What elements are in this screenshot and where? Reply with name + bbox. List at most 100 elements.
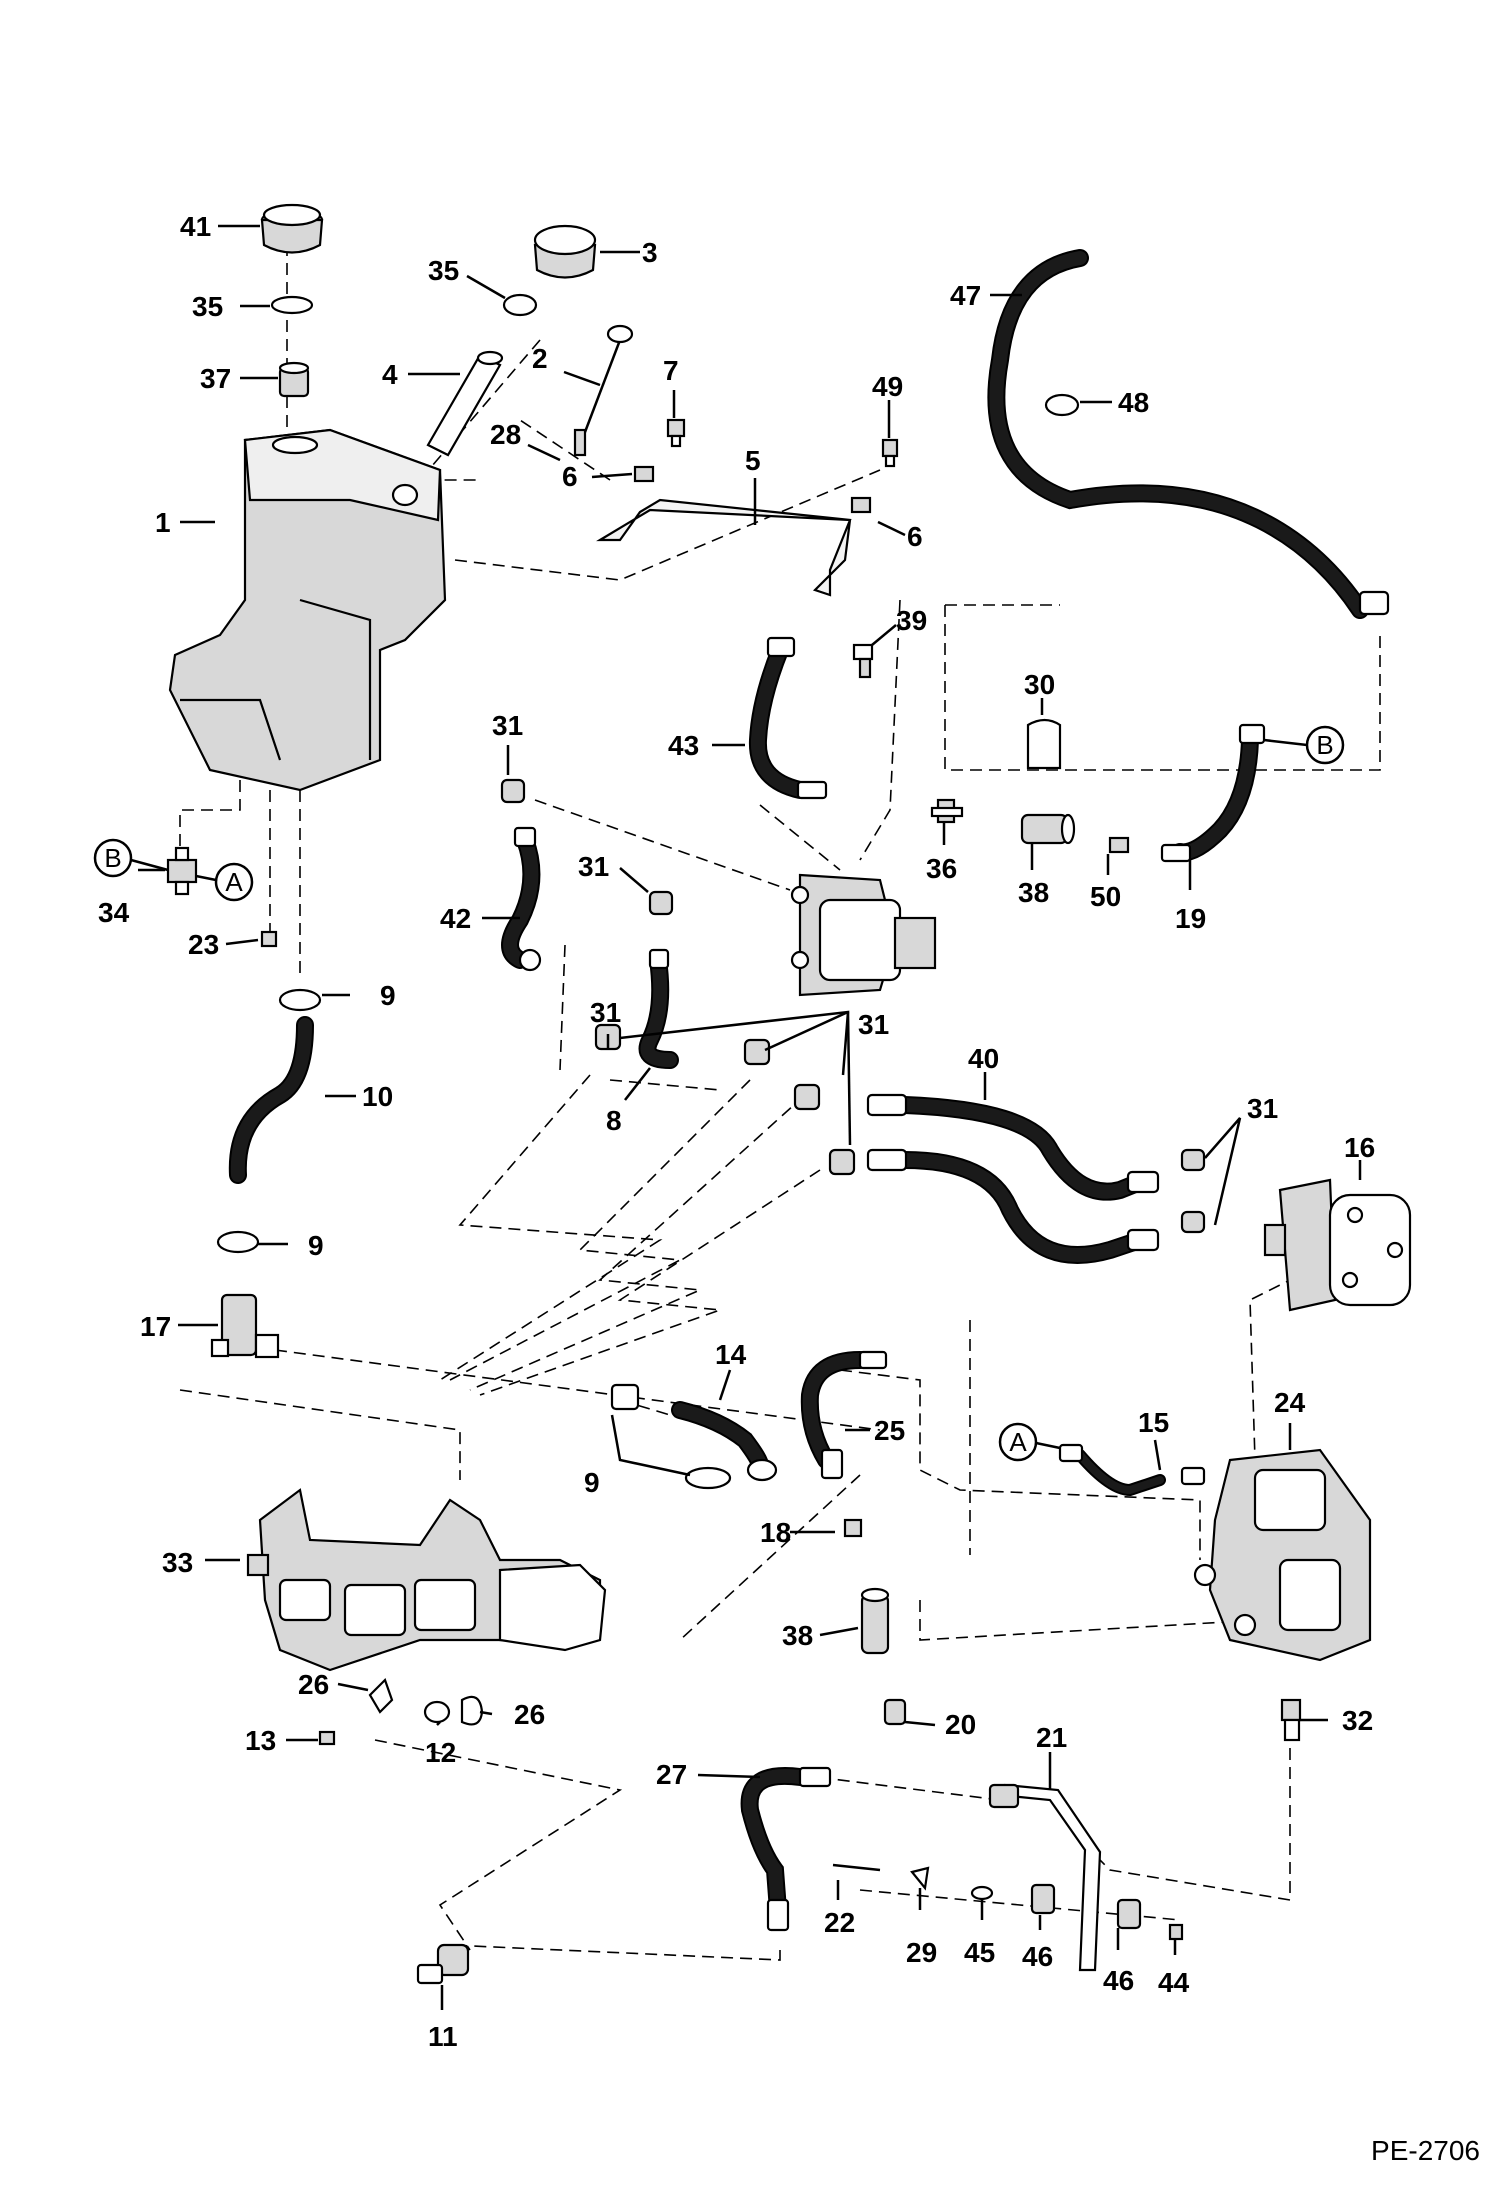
screw-13-part: [318, 1730, 336, 1746]
callout-16: 16: [1344, 1132, 1375, 1163]
tee-17-part: [210, 1293, 280, 1359]
washer-45-part: [970, 1885, 994, 1901]
fitting-31-f-part: [828, 1148, 856, 1176]
hose-43-part: [748, 636, 828, 800]
callout-30: 30: [1024, 669, 1055, 700]
bolt-7-part: [666, 418, 686, 448]
callout-42: 42: [440, 903, 471, 934]
callout-5: 5: [745, 445, 761, 476]
coupler-38-upper-part: [1020, 813, 1076, 845]
tee-36-part: [930, 798, 964, 824]
ref-marker-b-right: B: [1305, 725, 1345, 765]
elbow-11-part: [416, 1943, 470, 1985]
callout-17: 17: [140, 1311, 171, 1342]
hose-10-part: [228, 1016, 314, 1184]
callout-13: 13: [245, 1725, 276, 1756]
clamp-30-part: [1026, 718, 1062, 770]
washer-right-part: [850, 496, 872, 514]
callout-labels: 41 35 37 1 35 3 4 2 7 28 6 5 49 6 47 48 …: [98, 211, 1375, 2052]
callout-4: 4: [382, 359, 398, 390]
callout-25: 25: [874, 1415, 905, 1446]
callout-49: 49: [872, 371, 903, 402]
fitting-31-a-part: [500, 778, 526, 804]
callout-18: 18: [760, 1517, 791, 1548]
dipstick-part: [573, 324, 634, 457]
clip-26-b-part: [460, 1695, 484, 1726]
coupler-38-lower-part: [860, 1587, 890, 1655]
motor-upper-part: [790, 873, 937, 997]
hose-25-part: [800, 1350, 888, 1480]
tee-34-part: [166, 846, 198, 896]
bolt-22-part: [832, 1863, 881, 1872]
hose-14-part: [671, 1401, 778, 1482]
clamp-46-b-part: [1116, 1898, 1142, 1930]
callout-26: 26: [298, 1669, 329, 1700]
callout-22: 22: [824, 1907, 855, 1938]
callout-33: 33: [162, 1547, 193, 1578]
callout-1: 1: [155, 507, 171, 538]
callout-50: 50: [1090, 881, 1121, 912]
callout-32: 32: [1342, 1705, 1373, 1736]
svg-text:A: A: [1009, 1427, 1027, 1457]
callout-38: 38: [1018, 877, 1049, 908]
callout-46: 46: [1022, 1941, 1053, 1972]
callout-12: 12: [425, 1737, 456, 1768]
hose-19-part: [1160, 723, 1266, 863]
callout-26: 26: [514, 1699, 545, 1730]
leader-lines: [138, 224, 1362, 2010]
fitting-31-h-part: [1180, 1210, 1206, 1234]
callout-35: 35: [428, 255, 459, 286]
callout-35: 35: [192, 291, 223, 322]
callout-31: 31: [858, 1009, 889, 1040]
line-15-part: [1058, 1443, 1206, 1497]
motor-16-part: [1263, 1178, 1412, 1312]
callout-40: 40: [968, 1043, 999, 1074]
callout-37: 37: [200, 363, 231, 394]
plug-23-part: [260, 930, 278, 948]
callout-48: 48: [1118, 387, 1149, 418]
fitting-31-e-part: [793, 1083, 821, 1111]
callout-36: 36: [926, 853, 957, 884]
callout-27: 27: [656, 1759, 687, 1790]
callout-31: 31: [578, 851, 609, 882]
callout-9: 9: [380, 980, 396, 1011]
hose-42-part: [501, 826, 542, 972]
callout-41: 41: [180, 211, 211, 242]
callout-6: 6: [562, 461, 578, 492]
callout-24: 24: [1274, 1387, 1306, 1418]
clip-48-part: [1044, 393, 1080, 417]
hose-47-part: [987, 249, 1390, 619]
tank-part: [168, 428, 447, 792]
o-ring-left-part: [270, 295, 314, 315]
clip-29-part: [910, 1866, 930, 1891]
callout-45: 45: [964, 1937, 995, 1968]
ref-connector-34: [130, 858, 217, 882]
breather-cap-part: [533, 224, 597, 279]
callout-31: 31: [1247, 1093, 1278, 1124]
clamp-9-b-part: [216, 1230, 260, 1254]
ref-marker-a-left: A: [214, 862, 254, 902]
clamp-9-a-part: [278, 988, 322, 1012]
clip-26-a-part: [368, 1677, 394, 1714]
clamps-9-c-part: [610, 1383, 732, 1490]
callout-21: 21: [1036, 1722, 1067, 1753]
callout-20: 20: [945, 1709, 976, 1740]
callout-43: 43: [668, 730, 699, 761]
fitting-32-part: [1280, 1698, 1302, 1742]
o-ring-right-part: [502, 293, 538, 317]
callout-28: 28: [490, 419, 521, 450]
fitting-31-d-part: [743, 1038, 771, 1066]
callout-6: 6: [907, 521, 923, 552]
bolt-49-part: [881, 438, 899, 468]
valve-24-part: [1193, 1448, 1372, 1662]
callout-8: 8: [606, 1105, 622, 1136]
callout-2: 2: [532, 343, 548, 374]
callout-39: 39: [896, 605, 927, 636]
callout-38: 38: [782, 1620, 813, 1651]
svg-text:B: B: [1316, 730, 1333, 760]
hose-8-part: [638, 948, 679, 1069]
filter-part: [278, 361, 310, 398]
callout-10: 10: [362, 1081, 393, 1112]
callout-34: 34: [98, 897, 130, 928]
